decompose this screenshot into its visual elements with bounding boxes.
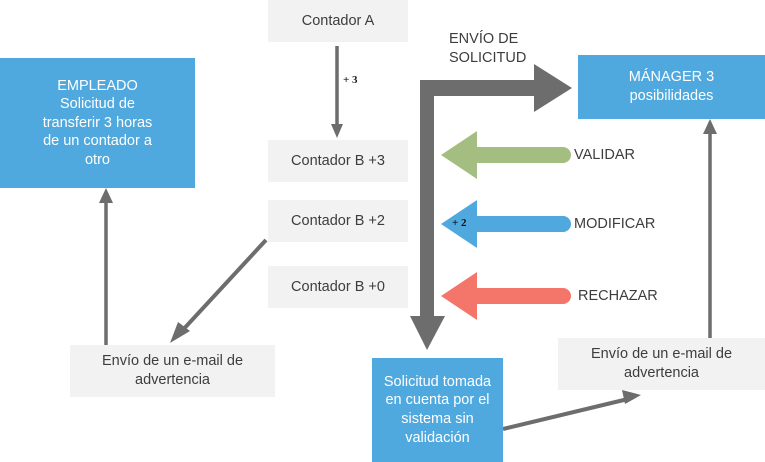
arrow-to-sin-validacion (410, 290, 445, 350)
arrow-validar (441, 131, 571, 179)
node-empleado[interactable]: EMPLEADO Solicitud de transferir 3 horas… (0, 58, 195, 188)
label-plus-three: + 3 (343, 74, 358, 86)
label-plus-two: + 2 (452, 217, 467, 229)
arrow-rechazar (441, 272, 571, 320)
label-validar: VALIDAR (574, 147, 635, 163)
node-contador-a[interactable]: Contador A (268, 0, 408, 42)
arrow-sinvalidacion-to-email-right (502, 390, 641, 431)
arrow-email-left-to-empleado (99, 188, 113, 345)
node-contador-b2[interactable]: Contador B +2 (268, 200, 408, 242)
node-contador-b0[interactable]: Contador B +0 (268, 266, 408, 308)
label-envio-solicitud: ENVÍO DE SOLICITUD (449, 31, 527, 66)
node-solicitud-sin-validacion[interactable]: Solicitud tomada en cuenta por el sistem… (372, 358, 503, 462)
node-manager[interactable]: MÁNAGER 3 posibilidades (578, 55, 765, 119)
arrow-envio-solicitud (420, 64, 572, 300)
arrow-email-right-to-manager (703, 119, 717, 338)
node-email-advertencia-right[interactable]: Envío de un e-mail de advertencia (558, 338, 765, 390)
node-email-advertencia-left[interactable]: Envío de un e-mail de advertencia (70, 345, 275, 397)
arrow-b2-to-email-left (170, 238, 268, 343)
node-contador-b3[interactable]: Contador B +3 (268, 140, 408, 182)
label-rechazar: RECHAZAR (578, 288, 658, 304)
arrow-contador-a-to-b3 (331, 46, 343, 138)
label-modificar: MODIFICAR (574, 216, 656, 232)
